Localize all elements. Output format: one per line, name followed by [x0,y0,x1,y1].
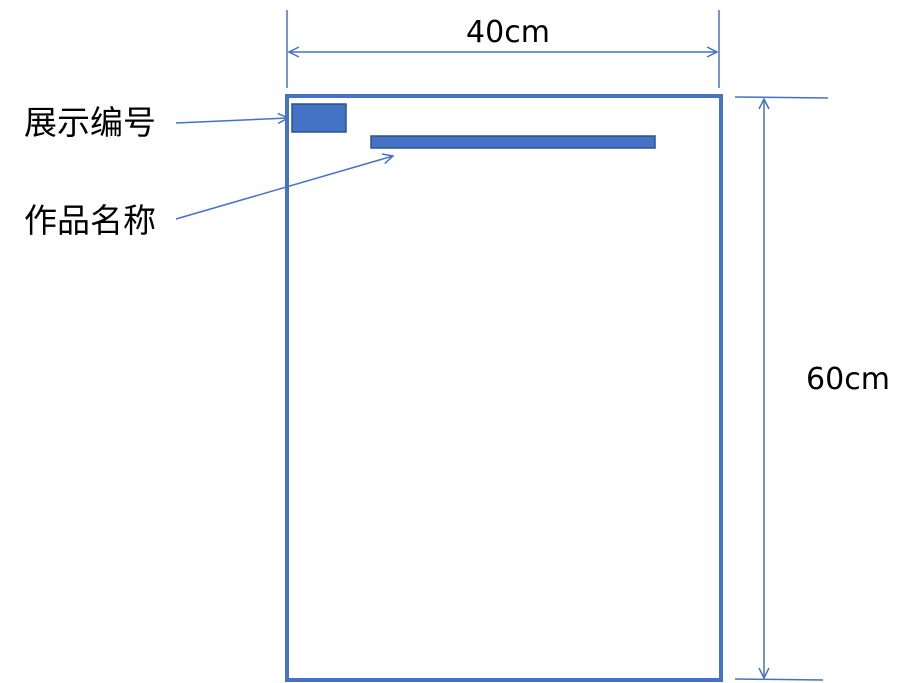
display-number-pointer [175,118,288,123]
display-number-label: 展示编号 [24,103,156,142]
work-title-bar [370,135,656,149]
work-title-label: 作品名称 [24,201,156,240]
width-dimension-label: 40cm [466,15,550,50]
height-extension-bottom [734,678,824,681]
work-title-pointer [175,156,393,220]
display-number-block [291,103,347,133]
height-extension-top [734,96,829,99]
height-dimension-label: 60cm [806,362,890,397]
board-outline [285,94,723,682]
